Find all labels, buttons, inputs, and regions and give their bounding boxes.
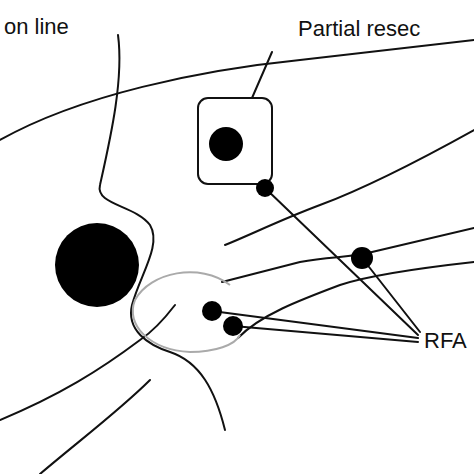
tumor-rfa — [223, 316, 243, 336]
vessel-upper — [222, 228, 474, 282]
leader-line — [362, 258, 420, 332]
tumor-rfa — [256, 179, 274, 197]
rfa-label: RFA — [424, 330, 467, 352]
leader-line — [252, 52, 272, 98]
resection-margin — [198, 98, 272, 184]
resection-line-label: on line — [4, 16, 69, 38]
liver-lobe-border — [225, 130, 474, 245]
tumor-large — [55, 223, 139, 307]
vessel-lower — [238, 262, 474, 338]
leader-line — [265, 188, 418, 335]
tumor-rfa — [351, 247, 373, 269]
liver-lower-border — [0, 305, 175, 420]
tumor-resected — [209, 127, 243, 161]
partial-resection-label: Partial resec — [298, 18, 420, 40]
tumor-rfa — [202, 301, 222, 321]
leader-line — [233, 326, 418, 342]
liver-upper-border — [0, 40, 474, 140]
ablation-zone — [133, 272, 240, 352]
liver-lower-edge — [40, 380, 150, 474]
